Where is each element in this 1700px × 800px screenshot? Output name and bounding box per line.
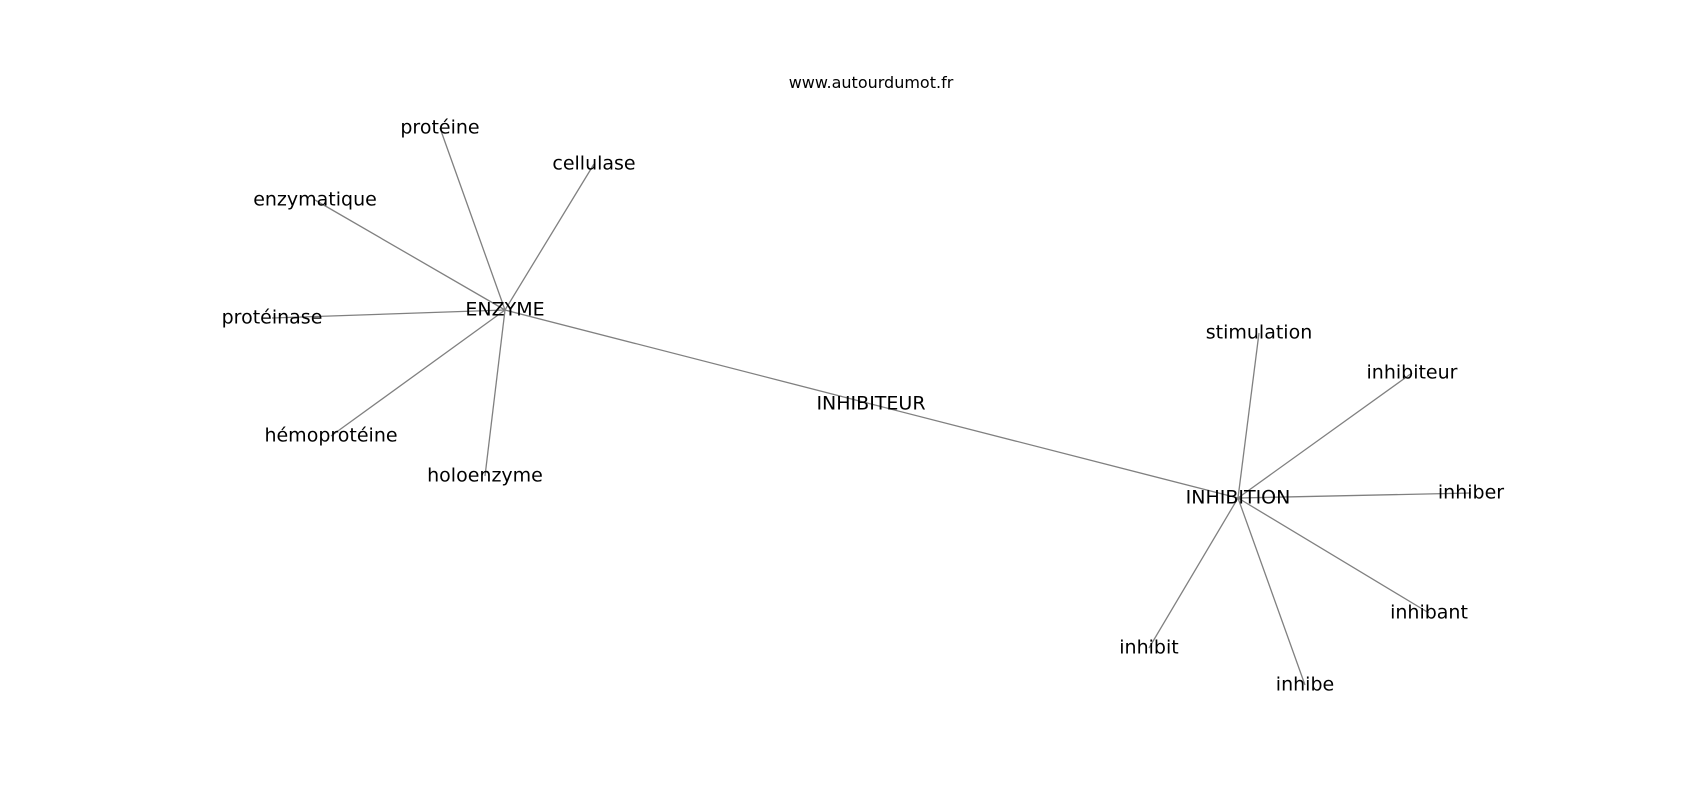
node-label-inhibiteur_small[interactable]: inhibiteur bbox=[1367, 362, 1458, 384]
nodes: ENZYME INHIBITEUR INHIBITION protéine cellul… bbox=[222, 117, 1505, 696]
node-label-enzyme[interactable]: ENZYME bbox=[465, 299, 544, 321]
watermark: www.autourdumot.fr bbox=[789, 73, 954, 92]
edge-inhibition-inhibit bbox=[1148, 497, 1239, 649]
node-label-cellulase[interactable]: cellulase bbox=[552, 153, 635, 175]
edge-enzyme-hemoproteine bbox=[330, 309, 506, 437]
node-label-inhiber[interactable]: inhiber bbox=[1438, 482, 1504, 504]
edge-enzyme-cellulase bbox=[504, 163, 595, 311]
edge-inhibition-stimulation bbox=[1237, 332, 1260, 499]
edge-inhibition-inhiber bbox=[1237, 492, 1472, 499]
edge-inhibition-inhibe bbox=[1237, 497, 1306, 686]
node-label-inhibant[interactable]: inhibant bbox=[1390, 602, 1468, 624]
edge-enzyme-holoenzyme bbox=[484, 309, 506, 477]
node-label-stimulation[interactable]: stimulation bbox=[1206, 322, 1313, 344]
edge-inhibiteur_main-inhibition bbox=[870, 403, 1239, 499]
node-label-hemoproteine[interactable]: hémoprotéine bbox=[264, 425, 397, 447]
node-label-inhibiteur_main[interactable]: INHIBITEUR bbox=[816, 393, 925, 415]
node-label-proteinase[interactable]: protéinase bbox=[222, 307, 323, 329]
edge-enzyme-inhibiteur_main bbox=[504, 309, 872, 405]
node-label-inhibe[interactable]: inhibe bbox=[1276, 674, 1334, 696]
edge-enzyme-enzymatique bbox=[314, 199, 506, 311]
node-label-inhibition[interactable]: INHIBITION bbox=[1186, 487, 1291, 509]
node-label-enzymatique[interactable]: enzymatique bbox=[253, 189, 377, 211]
edge-inhibition-inhibant bbox=[1237, 497, 1430, 614]
node-label-holoenzyme[interactable]: holoenzyme bbox=[427, 465, 543, 487]
edge-inhibition-inhibiteur_small bbox=[1237, 372, 1413, 499]
edge-enzyme-proteine bbox=[439, 127, 506, 311]
edges bbox=[271, 127, 1472, 686]
node-label-proteine[interactable]: protéine bbox=[400, 117, 479, 139]
node-label-inhibit[interactable]: inhibit bbox=[1119, 637, 1178, 659]
edge-enzyme-proteinase bbox=[271, 309, 506, 319]
